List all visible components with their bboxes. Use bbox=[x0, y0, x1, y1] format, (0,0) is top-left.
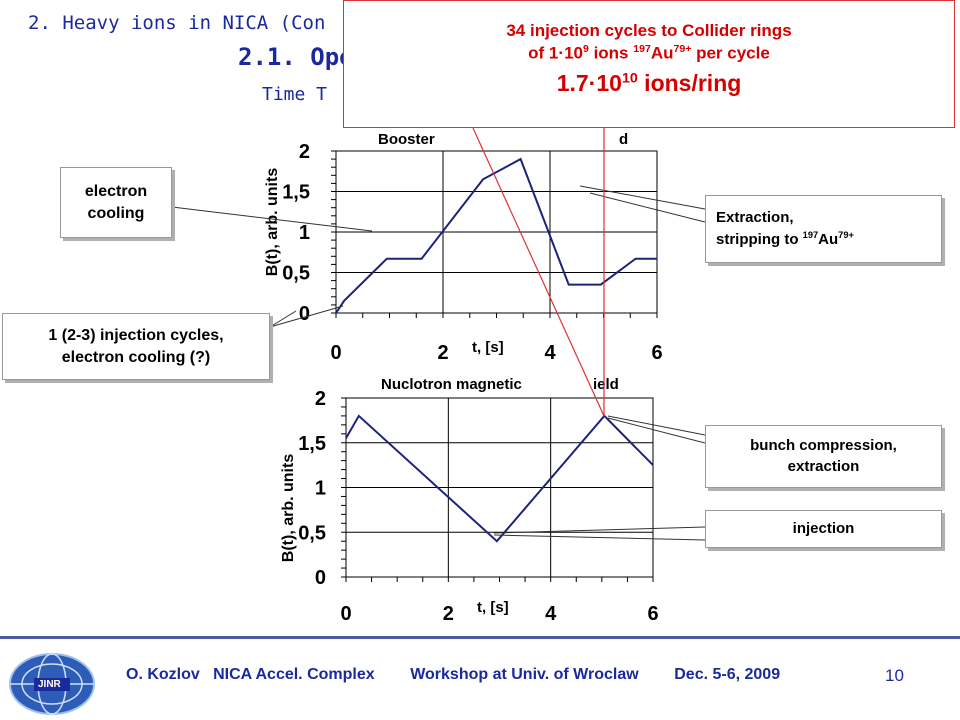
y-tick-label: 2 bbox=[315, 388, 326, 410]
x-tick-label: 2 bbox=[443, 603, 454, 625]
callout-line-electron-cooling bbox=[171, 206, 373, 232]
x-tick-label: 6 bbox=[651, 342, 662, 364]
popup-line1: 34 injection cycles to Collider rings bbox=[506, 21, 792, 40]
note-bunch-compression: bunch compression, extraction bbox=[705, 425, 942, 488]
y-tick-label: 0,5 bbox=[282, 263, 310, 285]
y-tick-label: 2 bbox=[299, 141, 310, 163]
chart-title-tail-2: ield bbox=[593, 376, 619, 393]
y-tick-label: 1 bbox=[299, 222, 310, 244]
note-extraction-line2: stripping to 197Au79+ bbox=[716, 229, 854, 248]
note-bunch-compression-line1: bunch compression, bbox=[750, 437, 897, 455]
note-injection-label: injection bbox=[792, 519, 855, 537]
popup-pointer-line-a bbox=[472, 127, 605, 417]
note-electron-cooling-line2: cooling bbox=[87, 204, 145, 222]
x-tick-label: 4 bbox=[545, 603, 557, 625]
jinr-logo-icon bbox=[9, 653, 95, 715]
callout-line-extraction-a bbox=[579, 185, 706, 210]
injection-summary-popup: 34 injection cycles to Collider rings of… bbox=[343, 0, 955, 128]
y-tick-label: 0,5 bbox=[298, 522, 326, 544]
callout-line-extraction-b bbox=[589, 192, 706, 223]
note-injection-cycles-line1: 1 (2-3) injection cycles, bbox=[48, 326, 224, 344]
y-axis-label-1: B(t), arb. units bbox=[264, 168, 281, 277]
footer-divider bbox=[0, 636, 960, 639]
jinr-logo-text: JINR bbox=[38, 679, 61, 690]
x-tick-label: 4 bbox=[544, 342, 556, 364]
x-tick-label: 2 bbox=[437, 342, 448, 364]
note-electron-cooling-line1: electron bbox=[84, 182, 148, 200]
callout-line-injection-a bbox=[493, 526, 706, 534]
callout-line-injection-cycles-b bbox=[269, 305, 344, 328]
x-axis-label-1: t, [s] bbox=[472, 339, 504, 356]
x-tick-label: 0 bbox=[330, 342, 341, 364]
x-axis-label-2: t, [s] bbox=[477, 599, 509, 616]
y-tick-label: 1 bbox=[315, 478, 326, 500]
chart-title-1: Booster bbox=[378, 131, 435, 148]
callout-line-bunch-a bbox=[607, 415, 706, 436]
popup-line2: of 1·109 ions 197Au79+ per cycle bbox=[528, 43, 770, 63]
note-extraction-line1: Extraction, bbox=[716, 209, 794, 227]
note-injection-cycles-line2: electron cooling (?) bbox=[61, 348, 211, 366]
y-tick-label: 0 bbox=[299, 303, 310, 325]
chart-title-2: Nuclotron magnetic bbox=[381, 376, 522, 393]
page-number: 10 bbox=[885, 666, 904, 685]
x-tick-label: 6 bbox=[647, 603, 658, 625]
y-tick-label: 0 bbox=[315, 567, 326, 589]
note-extraction: Extraction, stripping to 197Au79+ bbox=[705, 195, 942, 263]
y-tick-label: 1,5 bbox=[282, 182, 310, 204]
y-tick-label: 1,5 bbox=[298, 433, 326, 455]
slide-subheading: 2.1. Ope bbox=[238, 43, 354, 71]
x-tick-label: 0 bbox=[340, 603, 351, 625]
slide-heading: 2. Heavy ions in NICA (Con bbox=[28, 12, 326, 34]
popup-line3: 1.7·1010 ions/ring bbox=[556, 69, 742, 96]
note-bunch-compression-line2: extraction bbox=[787, 457, 860, 475]
note-electron-cooling: electron cooling bbox=[60, 167, 172, 238]
callout-line-injection-b bbox=[493, 534, 706, 541]
slide-subsubheading: Time T bbox=[262, 84, 328, 105]
note-injection-cycles: 1 (2-3) injection cycles, electron cooli… bbox=[2, 313, 270, 380]
chart-title-tail-1: d bbox=[619, 131, 628, 148]
callout-line-bunch-b bbox=[607, 417, 706, 444]
callout-line-injection-cycles-a bbox=[269, 310, 297, 328]
footer-credits: O. Kozlov NICA Accel. Complex Workshop a… bbox=[126, 666, 781, 683]
slide-footer: JINR O. Kozlov NICA Accel. Complex Works… bbox=[0, 636, 960, 720]
y-axis-label-2: B(t), arb. units bbox=[280, 454, 297, 563]
note-injection: injection bbox=[705, 510, 942, 548]
series-line-2 bbox=[345, 414, 654, 543]
series-line-1 bbox=[335, 157, 657, 314]
